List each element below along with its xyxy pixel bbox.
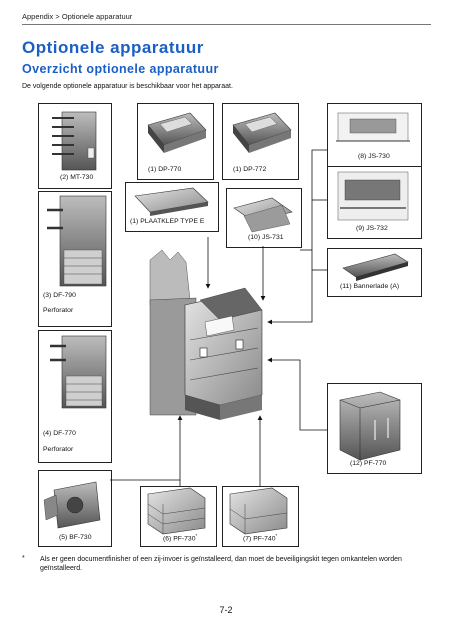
label-df790-sub: Perforator xyxy=(43,307,74,314)
label-js731: (10) JS-731 xyxy=(248,234,284,241)
main-mfp-illustration xyxy=(149,249,263,420)
label-dp770: (1) DP-770 xyxy=(148,166,182,173)
label-js730: (8) JS-730 xyxy=(358,153,390,160)
label-df770: (4) DF-770 xyxy=(43,430,76,437)
platen-cover-illustration xyxy=(134,187,209,216)
label-df770-sub: Perforator xyxy=(43,446,74,453)
label-platen: (1) PLAATKLEP TYPE E xyxy=(130,218,205,225)
footnote-marker: * xyxy=(22,555,25,562)
breadcrumb: Appendix > Optionele apparatuur xyxy=(22,12,133,21)
js731-illustration xyxy=(233,197,293,233)
banner-tray-illustration xyxy=(342,253,409,281)
option-box-dp772: (1) DP-772 xyxy=(222,103,299,180)
intro-text: De volgende optionele apparatuur is besc… xyxy=(22,83,233,90)
label-pf740: (7) PF-740* xyxy=(243,533,278,543)
label-bf730: (5) BF-730 xyxy=(59,534,92,541)
connector-arrows xyxy=(110,149,327,486)
option-box-banner: (11) Bannerlade (A) xyxy=(327,248,422,297)
label-js732: (9) JS-732 xyxy=(356,225,388,232)
header-divider xyxy=(22,24,431,25)
option-box-dp770: (1) DP-770 xyxy=(137,103,214,180)
mt730-illustration xyxy=(52,111,97,171)
footnote-text: Als er geen documentfinisher of een zij-… xyxy=(40,556,402,572)
section-title: Overzicht optionele apparatuur xyxy=(22,62,219,76)
pf770-illustration xyxy=(339,391,401,461)
page-number: 7-2 xyxy=(219,605,233,615)
label-dp772: (1) DP-772 xyxy=(233,166,267,173)
df790-illustration xyxy=(47,195,107,287)
df770-illustration xyxy=(50,335,107,409)
dp772-illustration xyxy=(232,112,292,153)
label-banner: (11) Bannerlade (A) xyxy=(340,283,400,290)
label-pf770: (12) PF-770 xyxy=(350,460,387,467)
pf740-illustration xyxy=(229,487,288,535)
js732-illustration xyxy=(337,171,409,221)
pf730-illustration xyxy=(147,487,206,535)
js730-illustration xyxy=(336,112,410,142)
label-df790: (3) DF-790 xyxy=(43,292,76,299)
bf730-illustration xyxy=(43,481,101,529)
label-mt730: (2) MT-730 xyxy=(60,174,94,181)
page-title: Optionele apparatuur xyxy=(22,38,204,57)
label-pf730: (6) PF-730* xyxy=(163,533,198,543)
dp770-illustration xyxy=(147,112,207,153)
